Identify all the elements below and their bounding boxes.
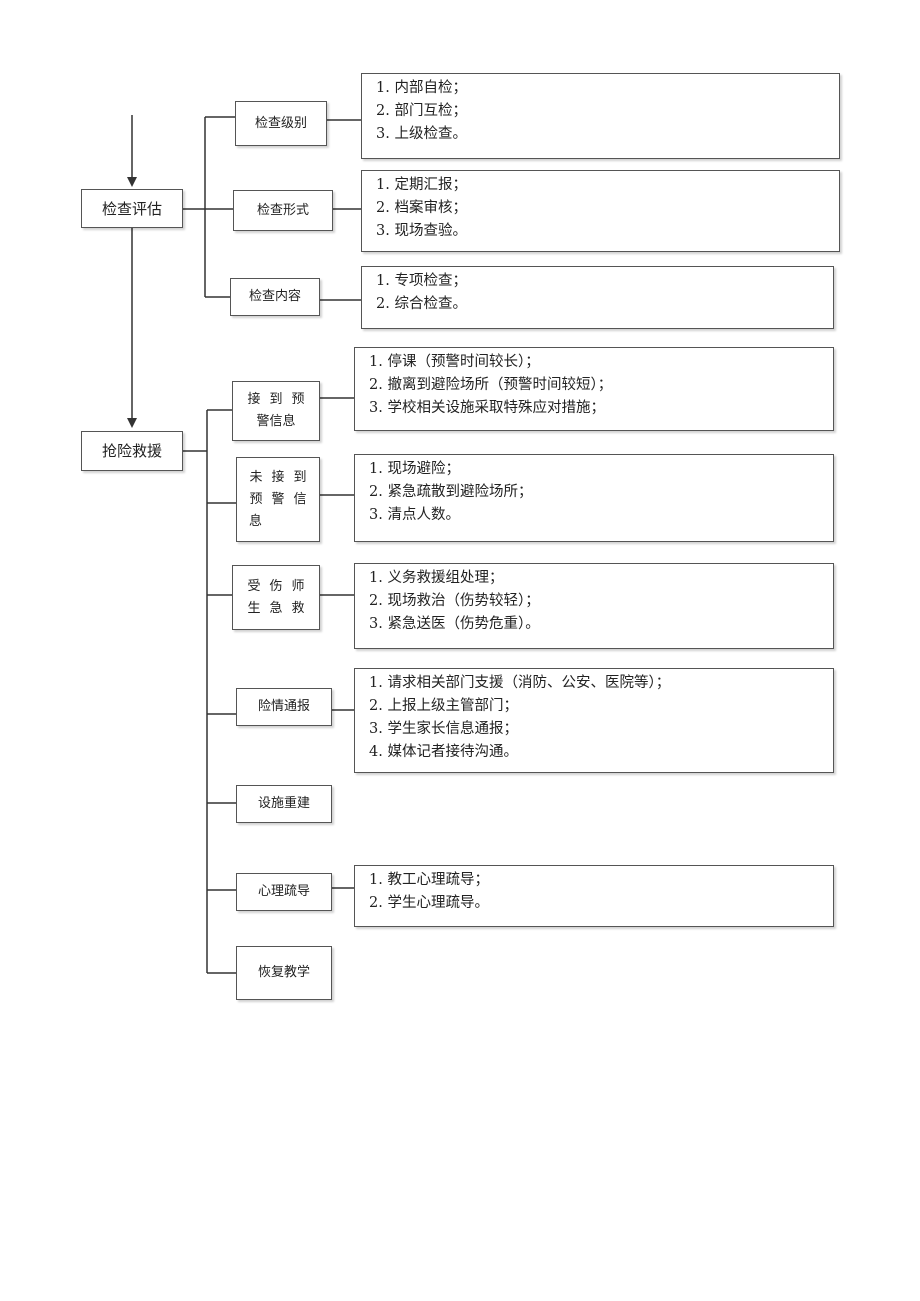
list-item: 1. 定期汇报； [376, 177, 467, 193]
list-no-warning: 1. 现场避险； 2. 紧急疏散到避险场所； 3. 清点人数。 [354, 454, 834, 542]
list-inspection-content: 1. 专项检查； 2. 综合检查。 [361, 266, 834, 329]
branch-counseling: 心理疏导 [236, 873, 332, 911]
list-item: 1. 停课（预警时间较长）； [369, 354, 540, 370]
list-injury-aid: 1. 义务救援组处理； 2. 现场救治（伤势较轻）； 3. 紧急送医（伤势危重）… [354, 563, 834, 649]
list-item: 3. 现场查验。 [376, 223, 467, 239]
branch-situation-report: 险情通报 [236, 688, 332, 726]
list-counseling: 1. 教工心理疏导； 2. 学生心理疏导。 [354, 865, 834, 927]
list-item: 1. 教工心理疏导； [369, 872, 489, 888]
list-item: 1. 义务救援组处理； [369, 570, 504, 586]
branch-label-line: 息 [249, 513, 263, 529]
list-item: 2. 上报上级主管部门； [369, 698, 518, 714]
list-item: 1. 专项检查； [376, 273, 467, 289]
node-inspection: 检查评估 [81, 189, 183, 228]
list-item: 2. 现场救治（伤势较轻）； [369, 593, 540, 609]
list-situation-report: 1. 请求相关部门支援（消防、公安、医院等）； 2. 上报上级主管部门； 3. … [354, 668, 834, 773]
branch-inspection-form: 检查形式 [233, 190, 333, 231]
branch-warning-received: 接到预 警信息 [232, 381, 320, 441]
branch-injury-aid: 受伤师 生急救 [232, 565, 320, 630]
branch-label-line: 生急救 [247, 600, 314, 616]
list-item: 1. 现场避险； [369, 461, 460, 477]
list-item: 3. 学生家长信息通报； [369, 721, 518, 737]
list-warning-received: 1. 停课（预警时间较长）； 2. 撤离到避险场所（预警时间较短）； 3. 学校… [354, 347, 834, 431]
list-item: 2. 撤离到避险场所（预警时间较短）； [369, 377, 613, 393]
node-rescue: 抢险救援 [81, 431, 183, 471]
list-item: 3. 学校相关设施采取特殊应对措施； [369, 400, 605, 416]
list-item: 2. 紧急疏散到避险场所； [369, 484, 533, 500]
list-inspection-form: 1. 定期汇报； 2. 档案审核； 3. 现场查验。 [361, 170, 840, 252]
branch-label-line: 未接到 [249, 469, 316, 485]
branch-inspection-level: 检查级别 [235, 101, 327, 146]
branch-facility-rebuild: 设施重建 [236, 785, 332, 823]
list-item: 1. 内部自检； [376, 80, 467, 96]
list-item: 2. 档案审核； [376, 200, 467, 216]
list-item: 3. 清点人数。 [369, 507, 460, 523]
branch-no-warning: 未接到 预警信 息 [236, 457, 320, 542]
branch-resume-teaching: 恢复教学 [236, 946, 332, 1000]
list-item: 4. 媒体记者接待沟通。 [369, 744, 518, 760]
branch-label-line: 警信息 [256, 414, 296, 429]
list-item: 1. 请求相关部门支援（消防、公安、医院等）； [369, 675, 671, 691]
branch-label-line: 预警信 [249, 491, 316, 507]
list-item: 2. 综合检查。 [376, 296, 467, 312]
branch-inspection-content: 检查内容 [230, 278, 320, 316]
list-item: 2. 学生心理疏导。 [369, 895, 489, 911]
branch-label-line: 受伤师 [247, 578, 314, 594]
branch-label-line: 接到预 [247, 392, 314, 407]
list-inspection-level: 1. 内部自检； 2. 部门互检； 3. 上级检查。 [361, 73, 840, 159]
list-item: 3. 紧急送医（伤势危重）。 [369, 616, 540, 632]
list-item: 2. 部门互检； [376, 103, 467, 119]
list-item: 3. 上级检查。 [376, 126, 467, 142]
